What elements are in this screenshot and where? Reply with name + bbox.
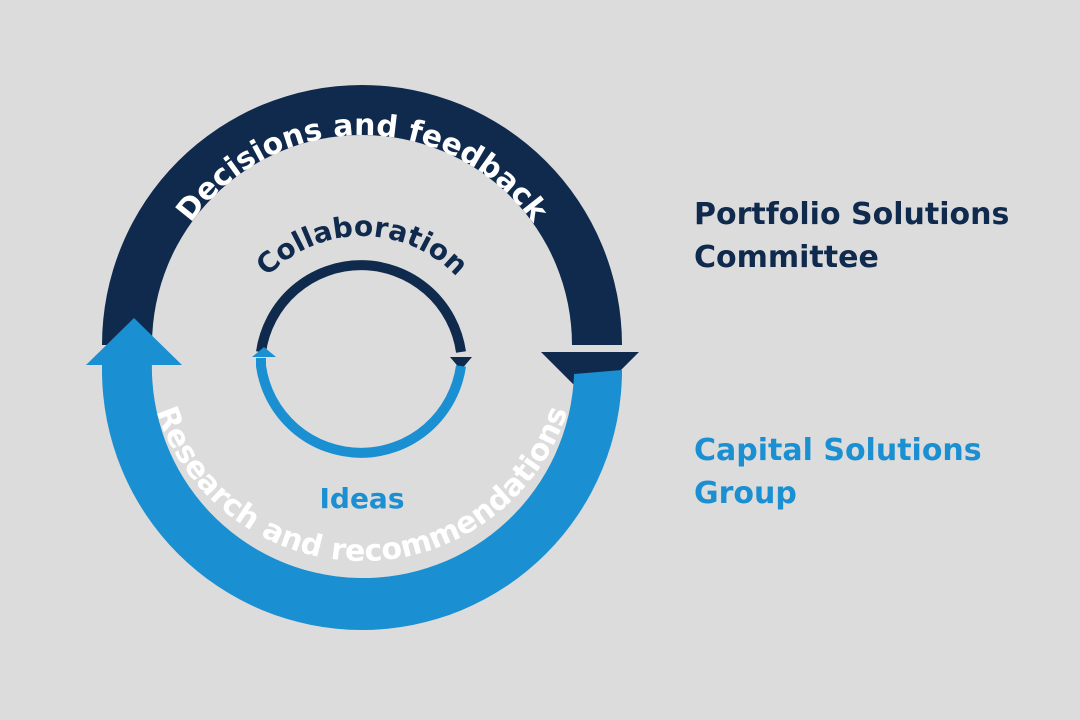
solutions-group-label-line2: Group: [694, 476, 797, 511]
inner-up-arrowhead: [252, 347, 276, 357]
inner-bottom-arc: [256, 358, 466, 458]
committee-label-line1: Portfolio Solutions: [694, 197, 1010, 232]
inner-down-arrowhead: [450, 357, 472, 370]
inner-collaboration-label-text: Collaboration: [250, 210, 475, 282]
outer-up-arrowhead: [86, 318, 182, 365]
inner-top-arc: [256, 260, 466, 353]
inner-collaboration-label: Collaboration: [250, 210, 475, 282]
solutions-group-label: Capital Solutions Group: [694, 429, 982, 515]
outer-bottom-arc: [102, 360, 622, 630]
committee-label-line2: Committee: [694, 240, 879, 275]
committee-label: Portfolio Solutions Committee: [694, 193, 1009, 279]
inner-ideas-label: Ideas: [319, 482, 404, 515]
outer-top-arc: [102, 85, 622, 345]
solutions-group-label-line1: Capital Solutions: [694, 433, 982, 468]
